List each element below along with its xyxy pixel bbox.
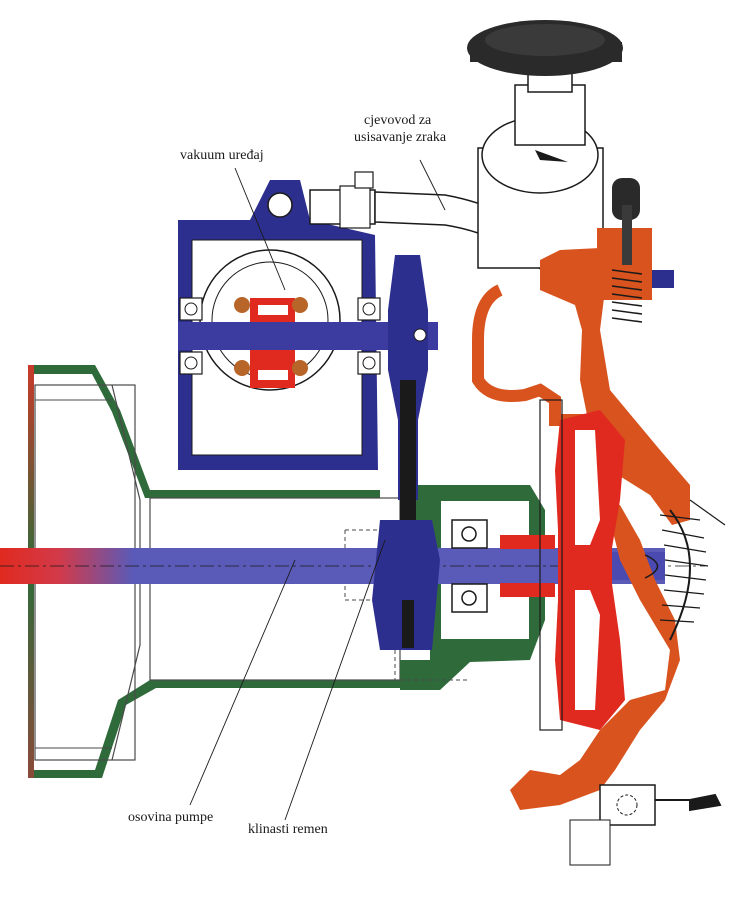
inlet-grille <box>644 499 726 641</box>
label-air-pipe-line1: cjevovod za <box>364 113 432 128</box>
handwheel <box>467 20 623 76</box>
impeller <box>539 399 625 731</box>
leader-v-belt <box>284 539 386 821</box>
relief-valve <box>611 178 674 323</box>
vacuum-device <box>178 180 438 470</box>
leader-lines <box>189 159 446 821</box>
leader-vacuum-device <box>234 167 286 291</box>
main-shaft-bearings <box>451 519 555 613</box>
leader-air-pipe <box>419 159 446 211</box>
label-v-belt: klinasti remen <box>248 822 328 837</box>
leader-pump-shaft <box>189 559 296 806</box>
pressure-gauge <box>477 61 604 269</box>
label-pump-shaft: osovina pumpe <box>128 810 214 825</box>
label-air-pipe-line2: usisavanje zraka <box>354 130 447 145</box>
pump-housing <box>472 228 722 866</box>
v-belt-drive <box>372 255 440 650</box>
label-vacuum-device: vakuum uređaj <box>180 148 264 163</box>
